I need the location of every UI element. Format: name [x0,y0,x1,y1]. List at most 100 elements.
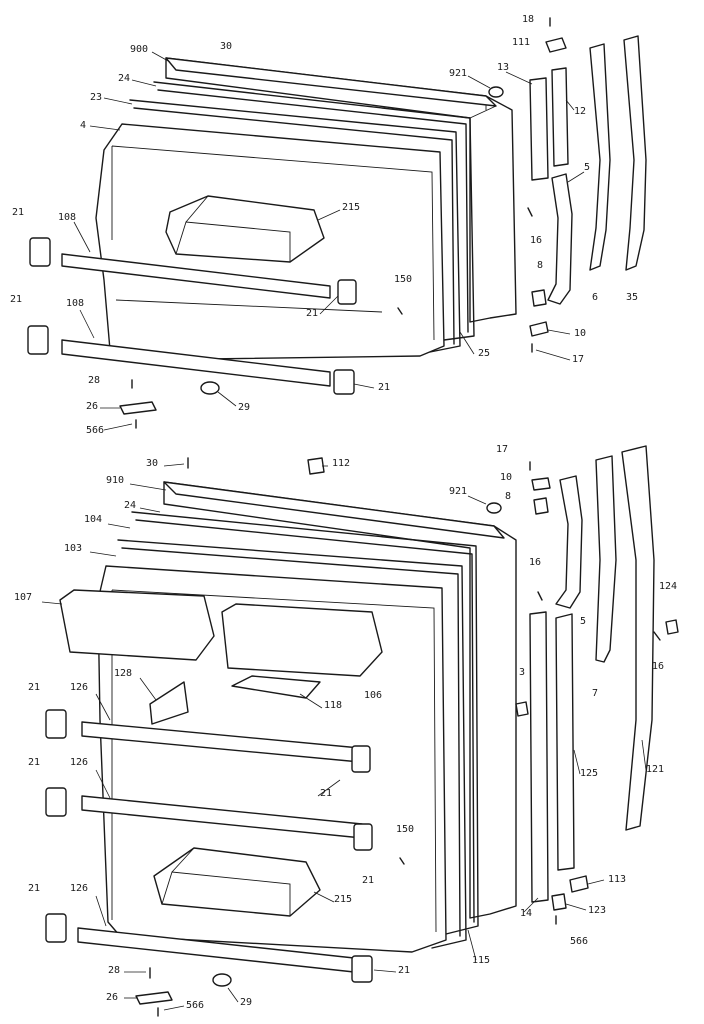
lower-door-gasket [131,511,479,935]
upper-cap-8 [531,289,547,307]
lower-callout-l113: 113 [608,874,626,885]
lower-handle-strip-14 [529,611,549,903]
lower-screw-16a [537,591,543,601]
lower-callout-l24: 24 [124,500,136,511]
upper-callout-u35: 35 [626,292,638,303]
lower-door-tray [231,675,321,699]
lower-callout-l566a: 566 [570,936,588,947]
lower-callout-l10: 10 [500,472,512,483]
upper-callout-u18: 18 [522,14,534,25]
lower-callout-l26: 26 [106,992,118,1003]
upper-shelf-end-cap-a [29,237,51,267]
lower-callout-l112: 112 [332,458,350,469]
lower-door-assembly [41,445,679,1017]
upper-callout-u24: 24 [118,73,130,84]
lower-shelf-end-cap-a [45,709,67,739]
lower-callout-l115: 115 [472,955,490,966]
lower-door-plate-26 [135,991,173,1005]
lower-callout-l8: 8 [505,491,511,502]
lower-handle-bar-7 [595,455,617,663]
lower-callout-l921: 921 [449,486,467,497]
lower-callout-l21f: 21 [398,965,410,976]
lower-clip-123 [551,893,567,911]
lower-shelf-end-cap-b [45,787,67,817]
lower-callout-l123: 123 [588,905,606,916]
upper-callout-u108a: 108 [58,212,76,223]
upper-leader-lines [73,51,585,431]
lower-cap-124 [665,619,679,635]
lower-callout-l5: 5 [580,616,586,627]
lower-callout-l16a: 16 [529,557,541,568]
upper-handle-bracket-5 [547,173,573,305]
lower-callout-l3: 3 [519,667,525,678]
lower-shelf-end-cap-c [45,913,67,943]
lower-handle-bracket-5 [555,475,583,609]
lower-door-dairy-left [59,589,215,661]
upper-shelf-end-cap-b [27,325,49,355]
lower-shelf-end-cap-e [353,823,373,851]
upper-callout-u111: 111 [512,37,530,48]
lower-cap-3 [515,701,529,717]
lower-cap-8 [533,497,549,515]
upper-callout-u10: 10 [574,328,586,339]
lower-callout-l125: 125 [580,768,598,779]
upper-callout-u16: 16 [530,235,542,246]
upper-callout-u21a: 21 [12,207,24,218]
upper-shelf-end-cap-c [337,279,357,305]
lower-callout-l14: 14 [520,908,532,919]
lower-screw-16b [653,631,661,641]
upper-door-assembly [27,17,647,431]
lower-callout-l104: 104 [84,514,102,525]
upper-door-outer-panel [165,57,517,323]
lower-callout-l126c: 126 [70,883,88,894]
upper-callout-u921: 921 [449,68,467,79]
upper-callout-u25: 25 [478,348,490,359]
lower-callout-l107: 107 [14,592,32,603]
lower-callout-l124: 124 [659,581,677,592]
upper-callout-u8: 8 [537,260,543,271]
lower-handle-bar-121 [621,445,655,831]
lower-callout-l21e: 21 [28,883,40,894]
lower-door-breaker-strip [117,539,467,949]
lower-callout-l215: 215 [334,894,352,905]
upper-callout-u13: 13 [497,62,509,73]
lower-callout-l7: 7 [592,688,598,699]
lower-leader-lines [41,463,647,1011]
upper-callout-u21d: 21 [378,382,390,393]
upper-door-plug-921 [488,86,504,98]
upper-cap-10 [529,321,549,337]
upper-door-plug-29 [200,381,220,395]
lower-callout-l17: 17 [496,444,508,455]
lower-callout-l121: 121 [646,764,664,775]
upper-door-liner-inner [111,145,435,341]
lower-door-top-trim [163,481,505,539]
upper-clip-111 [545,37,567,53]
upper-door-gasket [153,81,475,341]
upper-door-shelf-bar-b [61,339,331,387]
lower-door-clip-112 [307,457,325,475]
upper-callout-u900: 900 [130,44,148,55]
upper-door-top-trim [165,57,497,107]
lower-callout-l103: 103 [64,543,82,554]
lower-handle-mount-125 [555,613,575,871]
lower-door-plug-921 [486,502,502,514]
lower-callout-l21d: 21 [362,875,374,886]
upper-screw-16 [527,207,533,217]
upper-door-bin-detail [175,195,291,262]
upper-callout-u566: 566 [86,425,104,436]
upper-handle-bar-6 [589,43,611,271]
upper-handle-bar-35 [623,35,647,271]
lower-cap-10 [531,477,551,491]
lower-callout-l29: 29 [240,997,252,1008]
upper-callout-u5: 5 [584,162,590,173]
lower-callout-l21c: 21 [320,788,332,799]
upper-callout-u21b: 21 [10,294,22,305]
upper-callout-u30: 30 [220,41,232,52]
lower-callout-l16b: 16 [652,661,664,672]
upper-door-screw-150 [397,307,403,315]
lower-callout-l30: 30 [146,458,158,469]
